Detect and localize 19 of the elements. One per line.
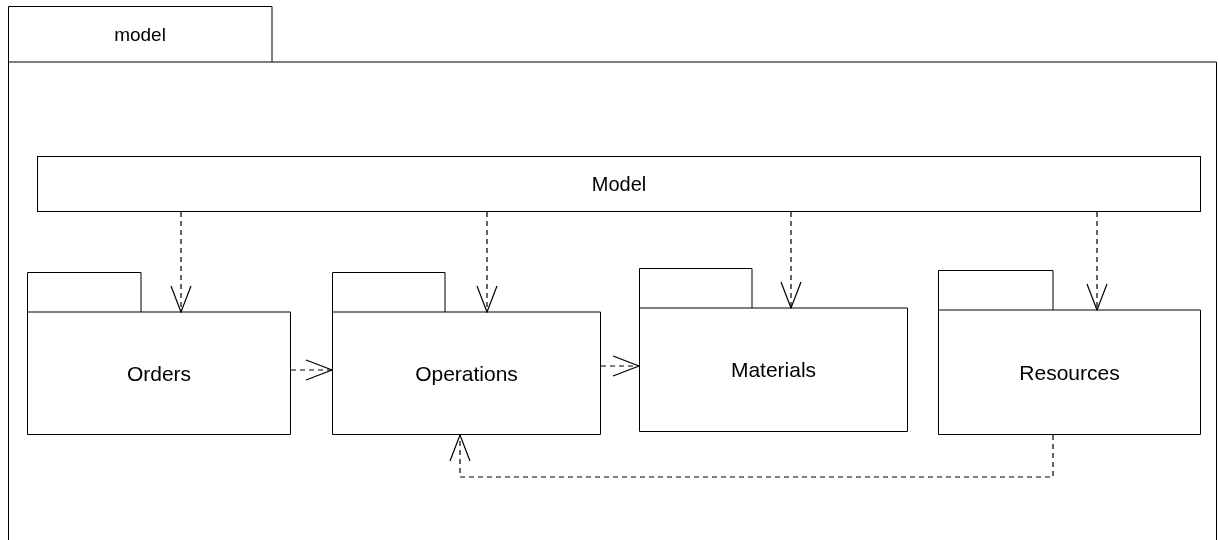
dependency-arrow [600, 355, 640, 377]
package-shape [938, 270, 1201, 435]
package-name: Orders [126, 361, 192, 386]
package-shape [639, 268, 908, 432]
dependency-arrow [476, 211, 498, 313]
package-name: Operations [415, 361, 518, 386]
class-name: Model [591, 172, 647, 196]
package-shape [332, 272, 601, 435]
dependency-arrow [780, 211, 802, 309]
dependency-arrow [1086, 211, 1108, 311]
dependency-arrow [449, 434, 1054, 478]
package-name: Materials [730, 358, 817, 382]
package-name: Resources [1019, 360, 1120, 385]
class-box [37, 156, 1201, 212]
package-shape [27, 272, 291, 435]
dependency-arrow [170, 211, 192, 313]
package-name: model [114, 23, 166, 46]
dependency-arrow [290, 359, 333, 381]
package-shape [8, 6, 1217, 540]
